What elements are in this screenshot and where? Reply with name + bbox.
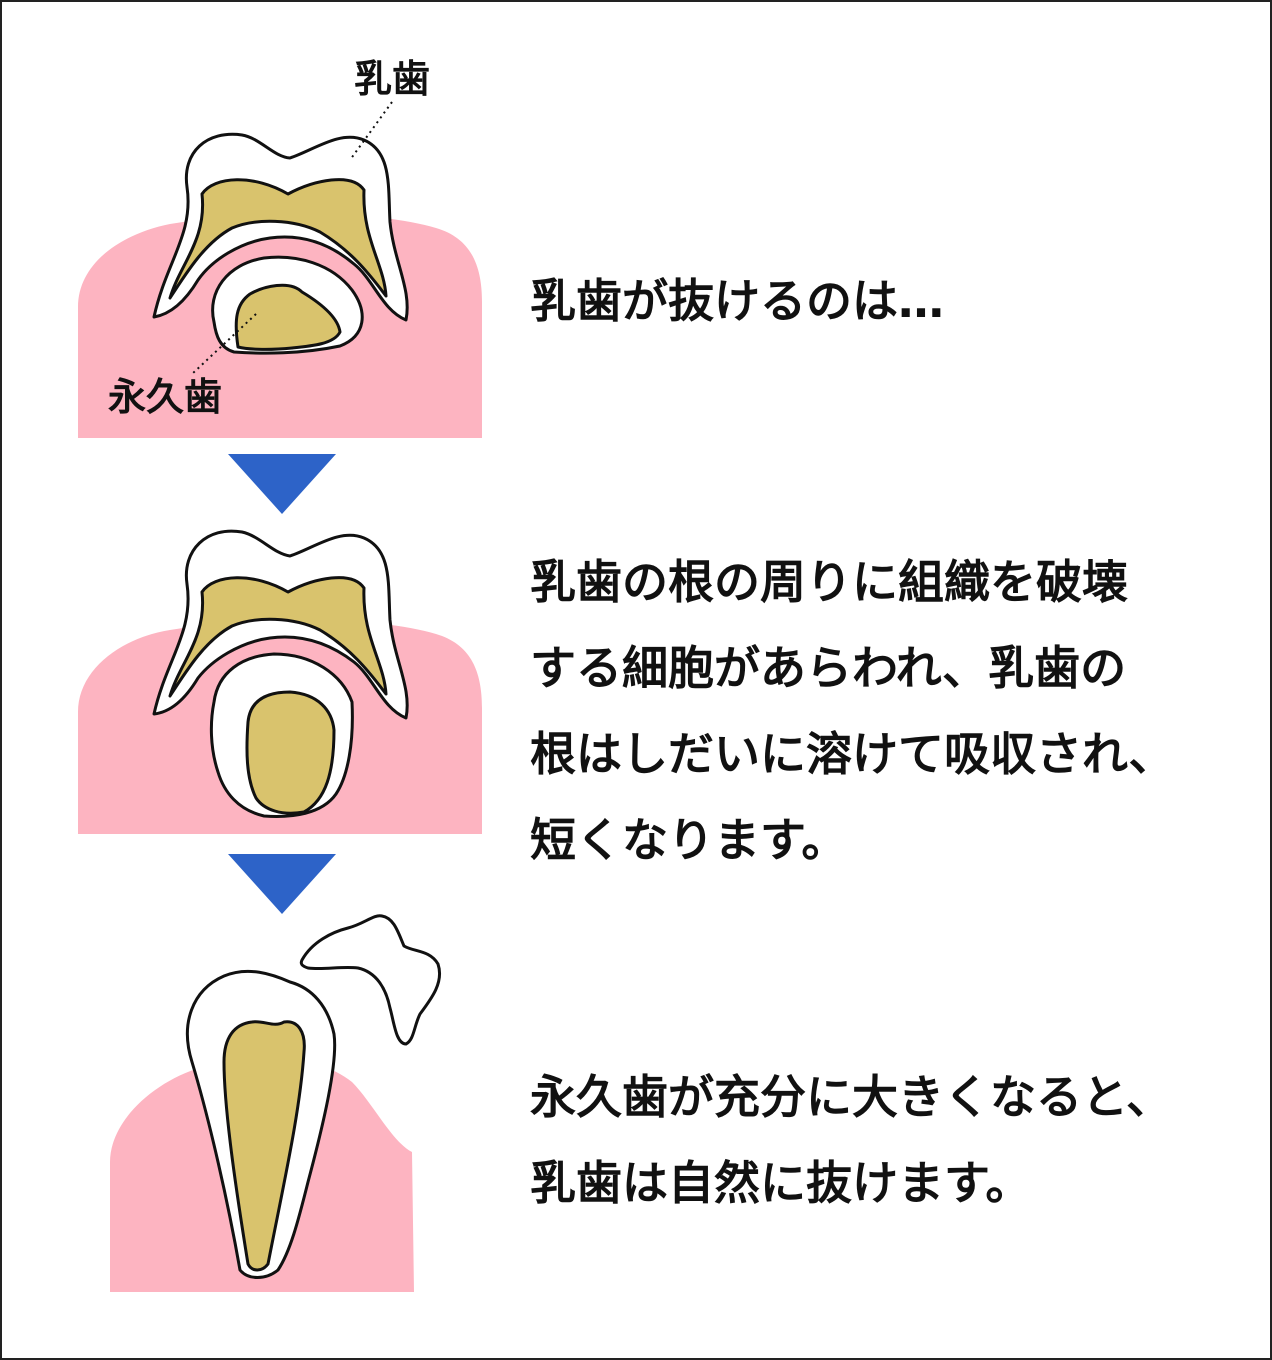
step3-illustration — [110, 914, 441, 1292]
step3-description: 永久歯が充分に大きくなると、 乳歯は自然に抜けます。 — [530, 1070, 1173, 1210]
permanent-tooth-label: 永久歯 — [108, 375, 223, 419]
step1-description: 乳歯が抜けるのは… — [530, 274, 944, 328]
permanent-tooth-pulp-3 — [222, 1020, 306, 1272]
step2-illustration — [78, 529, 482, 834]
down-arrow-2 — [228, 854, 336, 914]
primary-tooth-label: 乳歯 — [354, 57, 431, 101]
step1-illustration — [78, 101, 482, 438]
primary-tooth-pulp-2 — [168, 576, 388, 698]
permanent-tooth-pulp-2 — [245, 690, 336, 815]
permanent-tooth-leader — [191, 313, 257, 375]
permanent-tooth-pulp — [234, 283, 342, 351]
fallen-primary-tooth — [299, 914, 441, 1046]
step2-description: 乳歯の根の周りに組織を破壊 する細胞があらわれ、乳歯の 根はしだいに溶けて吸収さ… — [530, 555, 1175, 867]
primary-tooth-pulp — [168, 178, 388, 300]
down-arrow-1 — [228, 454, 336, 514]
